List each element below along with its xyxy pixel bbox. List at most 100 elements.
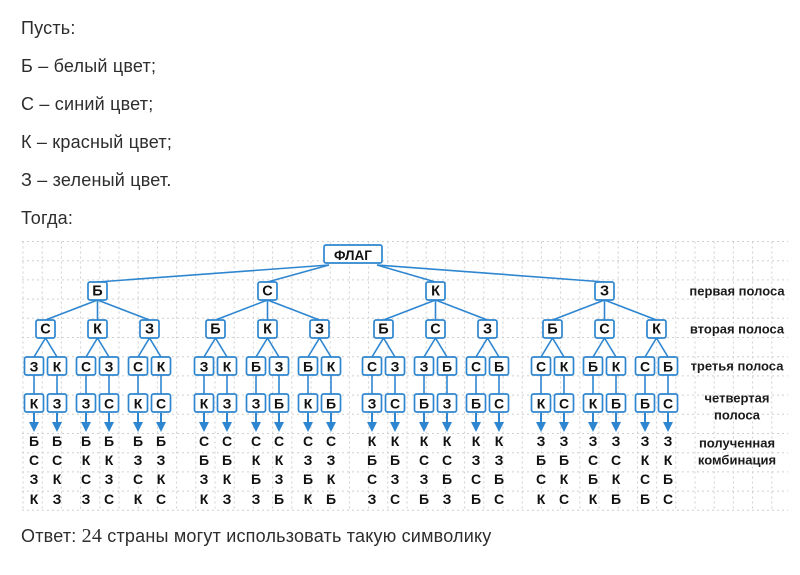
tree-connector [97,299,150,321]
stripe2-letter: Б [547,322,557,338]
level-label: вторая полоса [690,322,785,337]
stripe4-node [384,393,406,413]
stripe2-letter: З [315,322,324,338]
stripe1-node [425,281,446,301]
combination-letter: К [641,452,650,468]
arrow-head [274,422,284,432]
stripe4-letter: Б [640,396,650,412]
tree-connector [266,337,280,358]
stripe3-node [297,356,319,376]
stripe3-letter: К [223,359,232,375]
stripe4-letter: К [134,396,143,412]
answer-number: 24 [81,525,103,547]
tree-connector [475,337,489,358]
stripe3-node [320,356,342,376]
stripe4-letter: Б [274,396,284,412]
stripe4-node [127,393,149,413]
combination-letter: С [559,491,569,507]
combination-letter: З [157,452,166,468]
stripe4-letter: С [156,396,166,412]
combination-letter: З [105,471,114,487]
combination-letter: С [133,471,143,487]
stripe4-letter: Б [471,396,481,412]
tree-connector [148,337,162,358]
combination-letter: С [104,491,114,507]
stripe3-node [150,356,172,376]
combination-letter: З [589,433,598,449]
tree-connector [603,337,617,358]
stripe4-letter: К [537,396,546,412]
stripe3-node [436,356,458,376]
stripe4-letter: Б [611,396,621,412]
arrow-head [663,422,673,432]
combination-letter: Б [588,471,598,487]
stripe3-letter: С [536,359,546,375]
stripe3-node [413,356,435,376]
stripe2-letter: С [599,322,610,338]
stripe2-letter: К [263,322,272,338]
stripe3-node [657,356,679,376]
combination-letter: С [536,471,546,487]
combination-letter: С [588,452,598,468]
stripe4-node [150,393,172,413]
stripe4-node [361,393,383,413]
combination-letter: З [82,491,91,507]
tree-connector [33,337,47,358]
stripe3-letter: Б [588,359,598,375]
combination-letter: Б [367,452,377,468]
combination-letter: З [252,491,261,507]
tree-connector [383,299,436,321]
combination-letter: К [420,433,429,449]
stripe4-letter: С [494,396,504,412]
tree-connector [214,337,228,358]
flag-root-box [323,244,383,264]
stripe2-letter: Б [378,322,388,338]
combination-letter: С [251,433,261,449]
flag-tree-diagram: ЗККЗССЗЗСКСККСЗБЗККЗББЗЗБКБККБЗССЗЗСБЗББ… [22,241,788,511]
stripe2-node [646,319,667,339]
combination-letter: С [494,491,504,507]
stripe1-letter: С [262,284,273,300]
stripe3-letter: С [81,359,91,375]
answer-suffix: страны могут использовать такую символик… [107,526,492,546]
combination-letter: К [495,433,504,449]
combination-letter: З [664,433,673,449]
combination-columns: БСЗКБСКЗБКСЗБКЗСБЗСКБЗКССБЗКСБКЗСКБЗСКЗБ… [29,433,673,507]
combination-letter: З [443,491,452,507]
tree-connector [267,299,320,321]
combination-letter: Б [104,433,114,449]
tree-connector [434,337,448,358]
stripe1-letter: Б [92,284,102,300]
stripe4-node [413,393,435,413]
combination-letter: Б [133,433,143,449]
arrow-head [471,422,481,432]
stripe3-letter: С [133,359,143,375]
stripe4-node [553,393,575,413]
combination-letter: З [368,491,377,507]
stripe3-letter: Б [303,359,313,375]
stripe3-node [127,356,149,376]
arrow-head [367,422,377,432]
arrow-head [104,422,114,432]
stripe4-letter: Б [419,396,429,412]
combination-letter: Б [81,433,91,449]
combination-letter: Б [390,452,400,468]
stripe3-letter: З [391,359,400,375]
combination-letter: С [611,452,621,468]
stripe3-node [465,356,487,376]
stripe4-node [216,393,238,413]
combination-letter: Б [640,491,650,507]
stripe4-node [245,393,267,413]
combination-letter: К [223,471,232,487]
combination-letter: С [390,491,400,507]
combination-letter: З [30,471,39,487]
arrow-head [326,422,336,432]
combination-letter: К [472,433,481,449]
stripe3-node [530,356,552,376]
level-label: полученная [699,436,775,451]
stripe4-letter: Б [326,396,336,412]
combination-letter: С [29,452,39,468]
combination-letter: З [420,471,429,487]
stripe2-node [594,319,615,339]
combination-letter: З [472,452,481,468]
